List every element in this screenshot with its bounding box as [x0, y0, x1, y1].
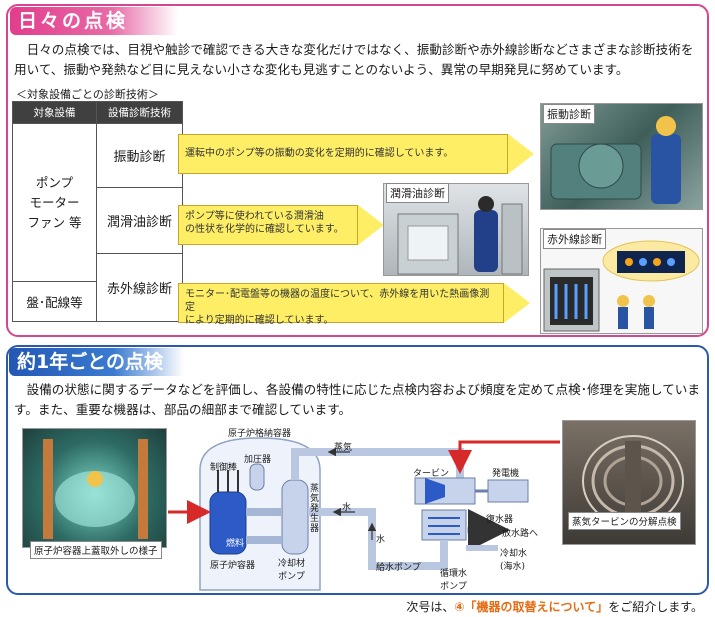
label-containment: 原子炉格納容器 [228, 429, 292, 439]
diagnosis-table: 対象設備 設備診断技術 ポンプ モーター ファン 等 振動診断 潤滑油診断 赤外… [12, 101, 183, 322]
caption-reactor-lid: 原子炉容器上蓋取外しの様子 [30, 541, 162, 559]
caption-steam-turbine: 蒸気タービンの分解点検 [568, 512, 681, 530]
equipment-pumps: ポンプ モーター ファン 等 [12, 123, 97, 282]
label-fuel: 燃料 [226, 539, 245, 549]
next-issue-link[interactable]: ④「機器の取替えについて」 [454, 600, 609, 614]
label-generator: 発電機 [492, 469, 520, 479]
label-steam: 蒸気 [334, 443, 353, 453]
yearly-inspection-description: 設備の状態に関するデータなどを評価し、各設備の特性に応じた点検内容および頻度を定… [14, 382, 700, 417]
footer-prefix: 次号は、 [406, 600, 455, 614]
yearly-inspection-title: 約1年ごとの点検 [9, 348, 184, 376]
daily-inspection-title: 日々の点検 [10, 7, 178, 35]
label-water-side: 水 [376, 535, 386, 545]
diagnosis-table-subheading: ＜対象設備ごとの診断技術＞ [16, 88, 159, 101]
label-condenser: 復水器 [486, 515, 514, 525]
next-issue-footer: 次号は、④「機器の取替えについて」をご紹介します。 [406, 598, 703, 615]
label-cooling-water: 冷却水 (海水) [500, 549, 528, 572]
tech-infrared: 赤外線診断 [96, 253, 183, 322]
footer-suffix: をご紹介します。 [608, 600, 703, 614]
photo-label-vibration: 振動診断 [543, 104, 595, 124]
label-circ-pump: 循環水 ポンプ [440, 569, 468, 592]
label-coolant-pump: 冷却材 ポンプ [278, 559, 306, 582]
label-feed-pump: 給水ポンプ [376, 563, 421, 573]
tech-lube-oil: 潤滑油診断 [96, 187, 183, 254]
label-steam-generator: 蒸気発生器 [310, 484, 320, 534]
label-control-rod: 制御棒 [210, 463, 238, 473]
label-pressurizer: 加圧器 [244, 455, 272, 465]
arrow-infrared-text: モニター･配電盤等の機器の温度について、赤外線を用いた熱画像測定 により定期的に… [178, 283, 504, 326]
photo-reactor-lid [22, 428, 167, 548]
label-water-top: 水 [342, 503, 352, 513]
arrow-lube-text: ポンプ等に使われている潤滑油 の性状を化学的に確認しています。 [178, 205, 358, 245]
photo-infrared [540, 228, 703, 334]
label-to-discharge: 放水路へ [502, 529, 539, 539]
label-reactor-vessel: 原子炉容器 [210, 561, 256, 571]
photo-label-lube-oil: 潤滑油診断 [386, 183, 449, 203]
tech-vibration: 振動診断 [96, 123, 183, 188]
label-turbine: タービン [413, 469, 450, 479]
arrow-vibration-text: 運転中のポンプ等の振動の変化を定期的に確認しています。 [178, 134, 508, 174]
photo-label-infrared: 赤外線診断 [543, 229, 606, 249]
daily-inspection-description: 日々の点検では、目視や触診で確認できる大きな変化だけではなく、振動診断や赤外線診… [14, 42, 694, 77]
equipment-panels: 盤･配線等 [12, 281, 97, 322]
